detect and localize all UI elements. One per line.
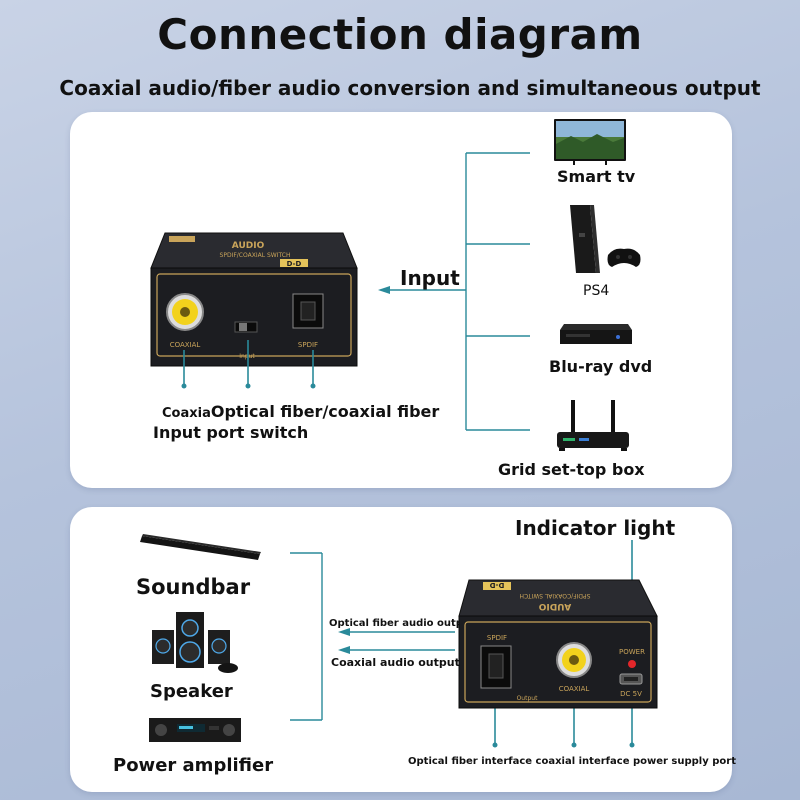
amplifier-icon [149, 718, 241, 742]
coaxial-output-port [556, 642, 592, 678]
device-label-set-top-box: Grid set-top box [498, 460, 645, 479]
unit-front-spdif-label: SPDIF [298, 341, 318, 349]
converter-unit-back: D-D SPDIF/COAXIAL SWITCH AUDIO SPDIF Out… [458, 579, 658, 709]
top-caption-prefix: Coaxia [162, 406, 211, 421]
unit-back-spdif-label: SPDIF [487, 634, 507, 642]
arrow-label-coaxial: Coaxial audio output [331, 656, 460, 669]
output-label-soundbar: Soundbar [136, 575, 251, 599]
output-label-speaker: Speaker [150, 681, 233, 702]
bluray-player-icon [560, 324, 632, 344]
input-switch [234, 321, 258, 333]
arrow-label-optical: Optical fiber audio output [329, 618, 475, 629]
output-label-amplifier: Power amplifier [113, 755, 274, 776]
unit-back-output-label: Output [517, 695, 538, 702]
spdif-output-port [480, 645, 512, 689]
speaker-icon [152, 612, 238, 673]
input-label: Input [400, 266, 460, 290]
indicator-light-label: Indicator light [515, 516, 676, 540]
unit-back-dc-label: DC 5V [620, 690, 642, 698]
device-label-bluray: Blu-ray dvd [549, 357, 653, 376]
unit-front-coaxial-label: COAXIAL [170, 341, 201, 349]
dc-power-port [619, 673, 643, 685]
unit-back-top-text: AUDIO [538, 601, 571, 611]
unit-back-model-text: SPDIF/COAXIAL SWITCH [520, 592, 591, 599]
ps4-console-icon [570, 205, 641, 273]
unit-front-badge: D-D [287, 260, 302, 268]
port-caption: Optical fiber interface coaxial interfac… [408, 756, 736, 767]
spdif-input-port [292, 293, 324, 329]
power-led-icon [628, 660, 636, 668]
soundbar-icon [140, 534, 261, 560]
router-icon [557, 400, 629, 451]
unit-front-top-text: AUDIO [232, 241, 265, 251]
device-label-ps4: PS4 [583, 283, 610, 299]
top-caption-main: Optical fiber/coaxial fiber [210, 402, 440, 421]
smart-tv-icon [554, 119, 626, 165]
unit-back-power-label: POWER [619, 648, 645, 656]
unit-back-coaxial-label: COAXIAL [559, 685, 590, 693]
converter-unit-front: AUDIO SPDIF/COAXIAL SWITCH D-D COAXIAL I… [150, 232, 358, 367]
unit-back-badge: D-D [489, 581, 504, 589]
top-caption-line1: CoaxiaOptical fiber/coaxial fiber [162, 402, 439, 421]
page-title: Connection diagram [157, 10, 643, 59]
coaxial-input-port [166, 293, 204, 331]
device-label-smart-tv: Smart tv [557, 167, 636, 186]
unit-front-model-text: SPDIF/COAXIAL SWITCH [220, 252, 291, 259]
top-caption-line2: Input port switch [153, 423, 309, 442]
page-subtitle: Coaxial audio/fiber audio conversion and… [59, 76, 761, 100]
